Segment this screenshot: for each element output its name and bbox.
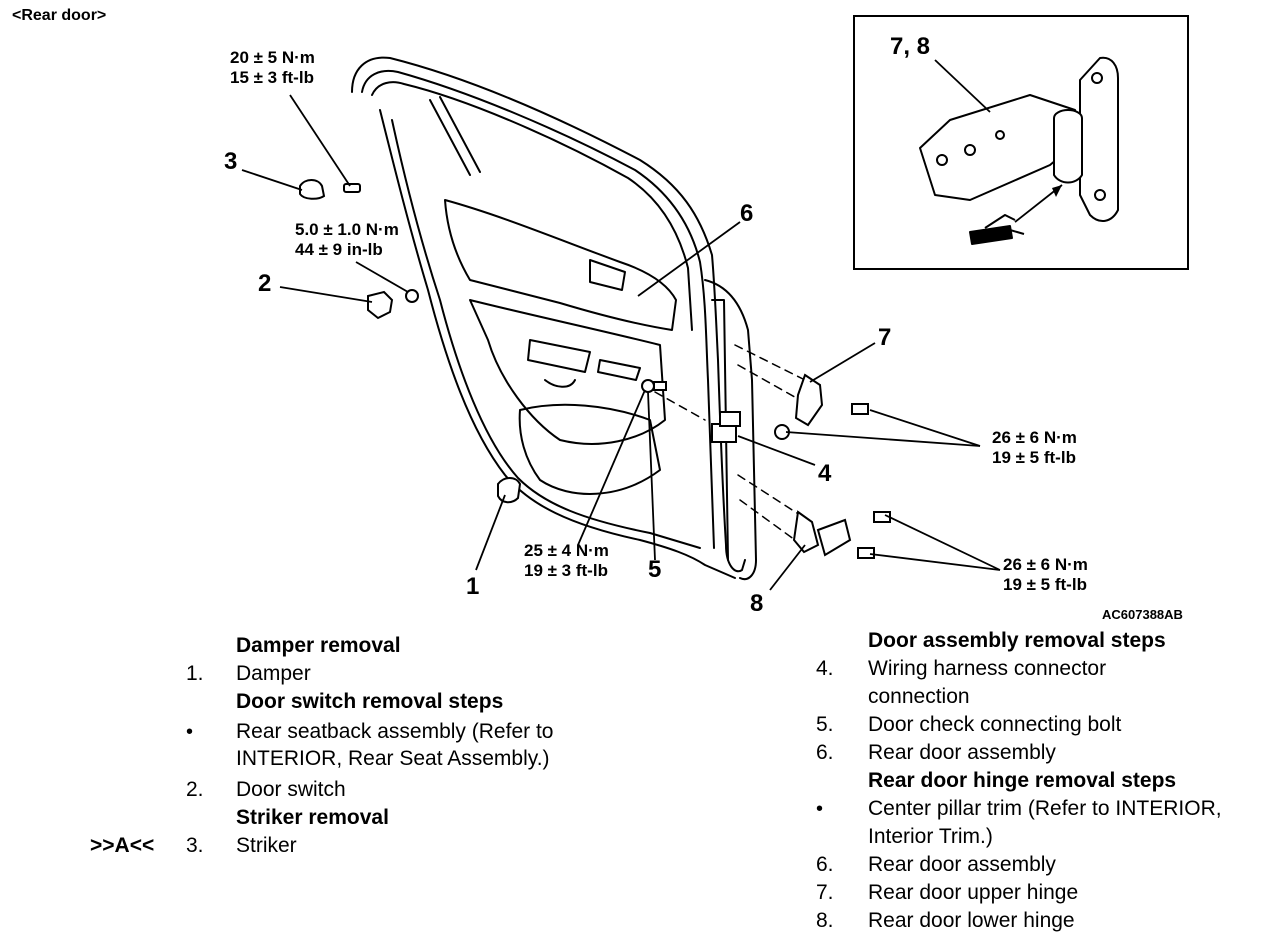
callout-5: 5 — [648, 556, 662, 583]
section-header: <Rear door> — [12, 7, 107, 24]
callout-1: 1 — [466, 573, 480, 600]
figure-code: AC607388AB — [1102, 607, 1183, 622]
callout-8: 8 — [750, 590, 764, 617]
door-trim-panel — [444, 199, 677, 331]
inset-box — [853, 15, 1189, 270]
torque-lower-hinge: 26 ± 6 N·m 19 ± 5 ft-lb — [1003, 555, 1088, 594]
callout-7-8: 7, 8 — [890, 33, 931, 60]
left-steps-list: Damper removal 1. Damper Door switch rem… — [0, 632, 640, 872]
striker-part — [299, 179, 326, 200]
torque-striker: 20 ± 5 N·m 15 ± 3 ft-lb — [230, 48, 315, 87]
torque-door-check: 25 ± 4 N·m 19 ± 3 ft-lb — [524, 541, 609, 580]
damper-part — [497, 477, 522, 504]
grease-gun-icon — [969, 225, 1013, 245]
door-switch-part — [367, 290, 394, 320]
door-hinge-edge — [704, 279, 757, 580]
door-switch-screw — [405, 289, 419, 303]
callout-6: 6 — [740, 200, 754, 227]
door-panel-edge — [379, 109, 736, 579]
upper-hinge-part — [794, 373, 824, 427]
torque-door-switch: 5.0 ± 1.0 N·m 44 ± 9 in-lb — [295, 220, 399, 259]
procedure-note: >>A<< — [90, 834, 155, 857]
rear-door-exploded-diagram — [241, 15, 1189, 591]
lower-hinge-part — [792, 510, 820, 554]
door-outer-frame — [351, 56, 746, 573]
striker-bolt — [343, 183, 361, 193]
torque-upper-hinge: 26 ± 6 N·m 19 ± 5 ft-lb — [992, 428, 1077, 467]
inset-hinge-plate — [1079, 56, 1119, 222]
door-window-frame — [371, 81, 693, 331]
callout-2: 2 — [258, 270, 272, 297]
door-inner-frame — [361, 70, 715, 549]
callout-3: 3 — [224, 148, 238, 175]
callout-4: 4 — [818, 460, 832, 487]
right-steps-list: Door assembly removal steps 4. Wiring ha… — [816, 629, 1222, 932]
door-check-bolt — [641, 379, 655, 393]
callout-7: 7 — [878, 324, 892, 351]
